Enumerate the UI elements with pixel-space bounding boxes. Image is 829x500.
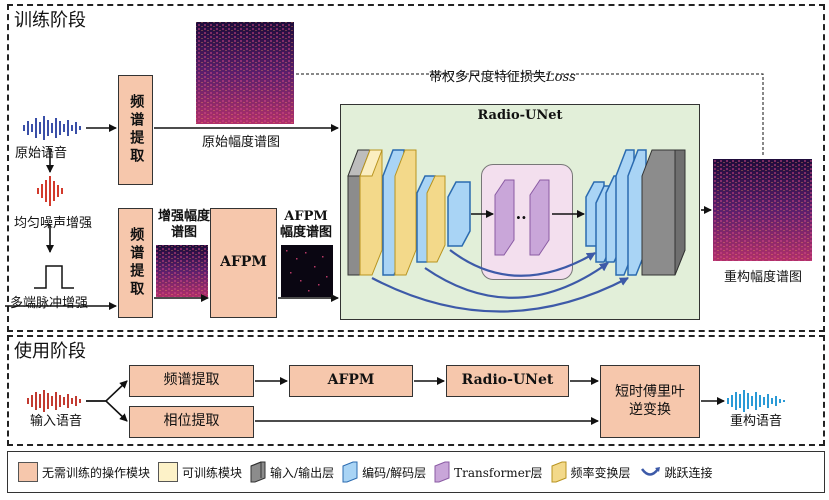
legend-codec-text: 编码/解码层 <box>362 465 427 480</box>
raw-speech-label: 原始语音 <box>15 146 68 161</box>
usage-title: 使用阶段 <box>14 341 86 362</box>
usage-spec-extract-box: 频谱提取 <box>129 365 254 397</box>
legend-no-train: 无需训练的操作模块 <box>18 462 150 482</box>
usage-panel <box>7 335 825 446</box>
legend-io-text: 输入/输出层 <box>270 465 335 480</box>
legend: 无需训练的操作模块 可训练模块 输入/输出层 编码/解码层 Transforme… <box>7 451 825 493</box>
freq-layer-icon <box>551 461 567 483</box>
spec-extract-box-top: 频谱提取 <box>118 75 153 185</box>
legend-skip: 跳跃连接 <box>639 464 713 481</box>
skip-connection-icon <box>640 467 660 476</box>
loss-text: 带权多尺度特征损失 <box>429 70 547 85</box>
unet-title: Radio-UNet <box>477 108 563 123</box>
legend-transformer: Transformer层 <box>434 460 543 484</box>
transformer-dots: ··· <box>510 208 527 227</box>
transformer-layer-icon <box>434 461 450 483</box>
multi-pulse-label: 多端脉冲增强 <box>10 296 89 311</box>
legend-codec: 编码/解码层 <box>342 460 426 484</box>
op-module-swatch <box>18 462 38 482</box>
legend-transformer-text: Transformer层 <box>454 465 543 480</box>
codec-layer-icon <box>342 461 358 483</box>
legend-skip-text: 跳跃连接 <box>664 465 713 480</box>
legend-no-train-text: 无需训练的操作模块 <box>42 465 151 480</box>
uniform-noise-label: 均匀噪声增强 <box>14 216 93 231</box>
recon-speech-label: 重构语音 <box>730 414 783 429</box>
loss-italic: Loss <box>546 70 576 85</box>
input-speech-label: 输入语音 <box>30 414 83 429</box>
afpm-spec-label: AFPM幅度谱图 <box>279 209 332 240</box>
io-layer-icon <box>250 461 266 483</box>
training-title: 训练阶段 <box>14 10 86 31</box>
afpm-box: AFPM <box>210 208 277 318</box>
training-panel <box>7 4 825 332</box>
usage-phase-extract-box: 相位提取 <box>129 406 254 438</box>
legend-freq: 频率变换层 <box>551 460 631 484</box>
legend-trainable-text: 可训练模块 <box>182 465 243 480</box>
spec-extract-box-bottom: 频谱提取 <box>118 208 153 318</box>
usage-afpm-box: AFPM <box>289 365 413 397</box>
usage-istft-box: 短时傅里叶逆变换 <box>600 365 700 438</box>
transformer-region <box>481 164 573 280</box>
usage-unet-box: Radio-UNet <box>446 365 569 397</box>
enh-spec-label: 增强幅度谱图 <box>158 209 211 240</box>
raw-spec-label: 原始幅度谱图 <box>202 135 281 150</box>
legend-freq-text: 频率变换层 <box>570 465 631 480</box>
loss-label: 带权多尺度特征损失Loss <box>427 66 578 85</box>
trainable-swatch <box>158 462 179 482</box>
legend-trainable: 可训练模块 <box>158 462 242 482</box>
legend-io: 输入/输出层 <box>250 460 334 484</box>
recon-spec-label: 重构幅度谱图 <box>724 270 803 285</box>
